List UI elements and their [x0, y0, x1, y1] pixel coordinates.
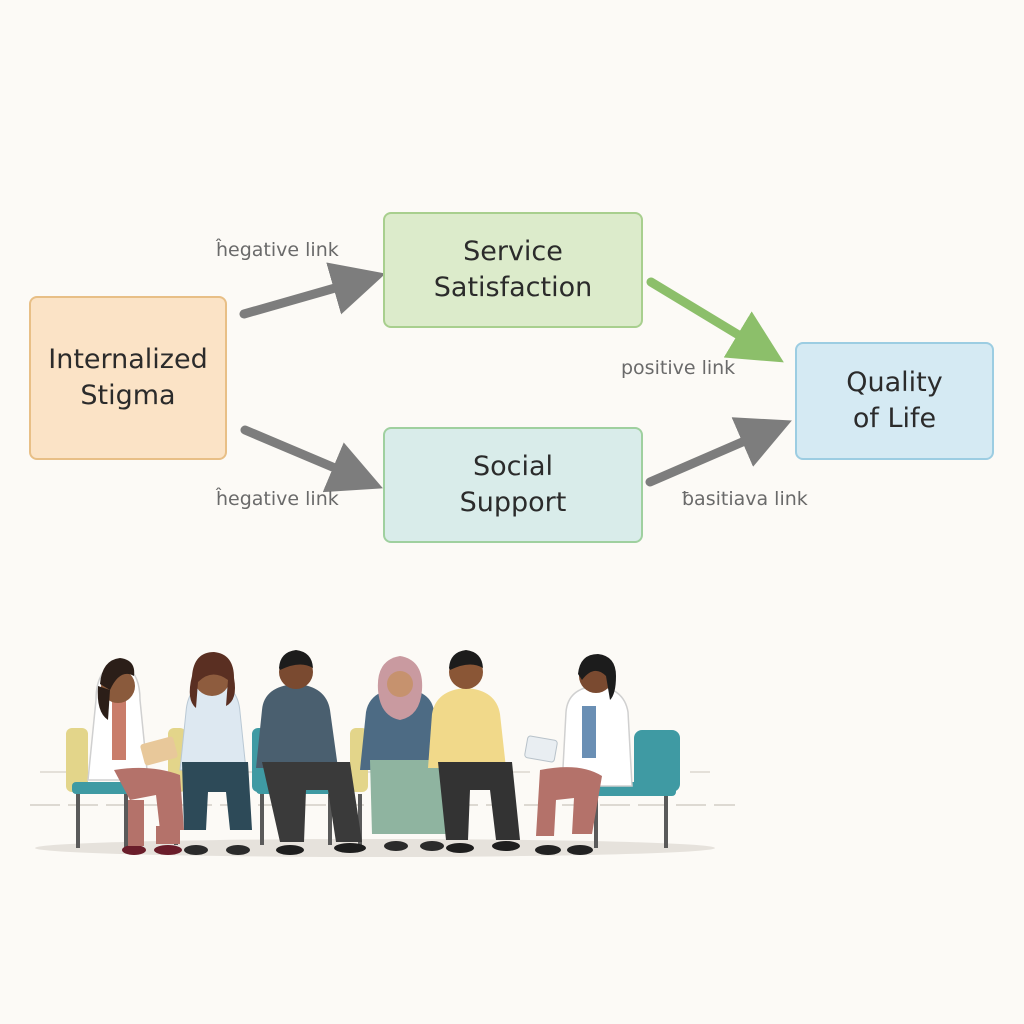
- edge-label-stigma-social: ĥegative link: [216, 488, 339, 510]
- edge-label-service-quality: positive link: [621, 357, 736, 379]
- node-label-line: Stigma: [80, 380, 176, 411]
- node-label-line: Satisfaction: [433, 272, 593, 303]
- node-internalized-stigma: Internalized Stigma: [29, 296, 227, 460]
- node-label-line: Service: [463, 236, 563, 267]
- node-label-line: Internalized: [48, 344, 208, 375]
- edge-label-social-quality: ƀasitiava link: [682, 488, 808, 510]
- node-label-line: Support: [459, 487, 567, 518]
- node-label-line: Social: [472, 451, 554, 482]
- arrow-stigma-to-social: [240, 425, 383, 493]
- arrow-social-to-quality: [645, 417, 792, 487]
- person-woman-hijab: [360, 656, 450, 851]
- person-man-blue-shirt: [256, 650, 366, 855]
- node-service-satisfaction: Service Satisfaction: [383, 212, 643, 328]
- node-quality-of-life: Quality of Life: [795, 342, 994, 460]
- person-woman-blouse: [179, 652, 252, 855]
- node-social-support: Social Support: [383, 427, 643, 543]
- person-clinician-right: [524, 654, 633, 855]
- chair: [66, 728, 134, 848]
- person-clinician-left: [87, 658, 184, 855]
- person-man-yellow-shirt: [428, 650, 520, 853]
- edge-label-stigma-service: ĥegative link: [216, 239, 339, 261]
- node-label-line: Quality: [846, 367, 943, 398]
- arrow-service-to-quality: [646, 277, 784, 363]
- node-label-line: of Life: [852, 403, 937, 434]
- arrow-stigma-to-service: [239, 262, 386, 319]
